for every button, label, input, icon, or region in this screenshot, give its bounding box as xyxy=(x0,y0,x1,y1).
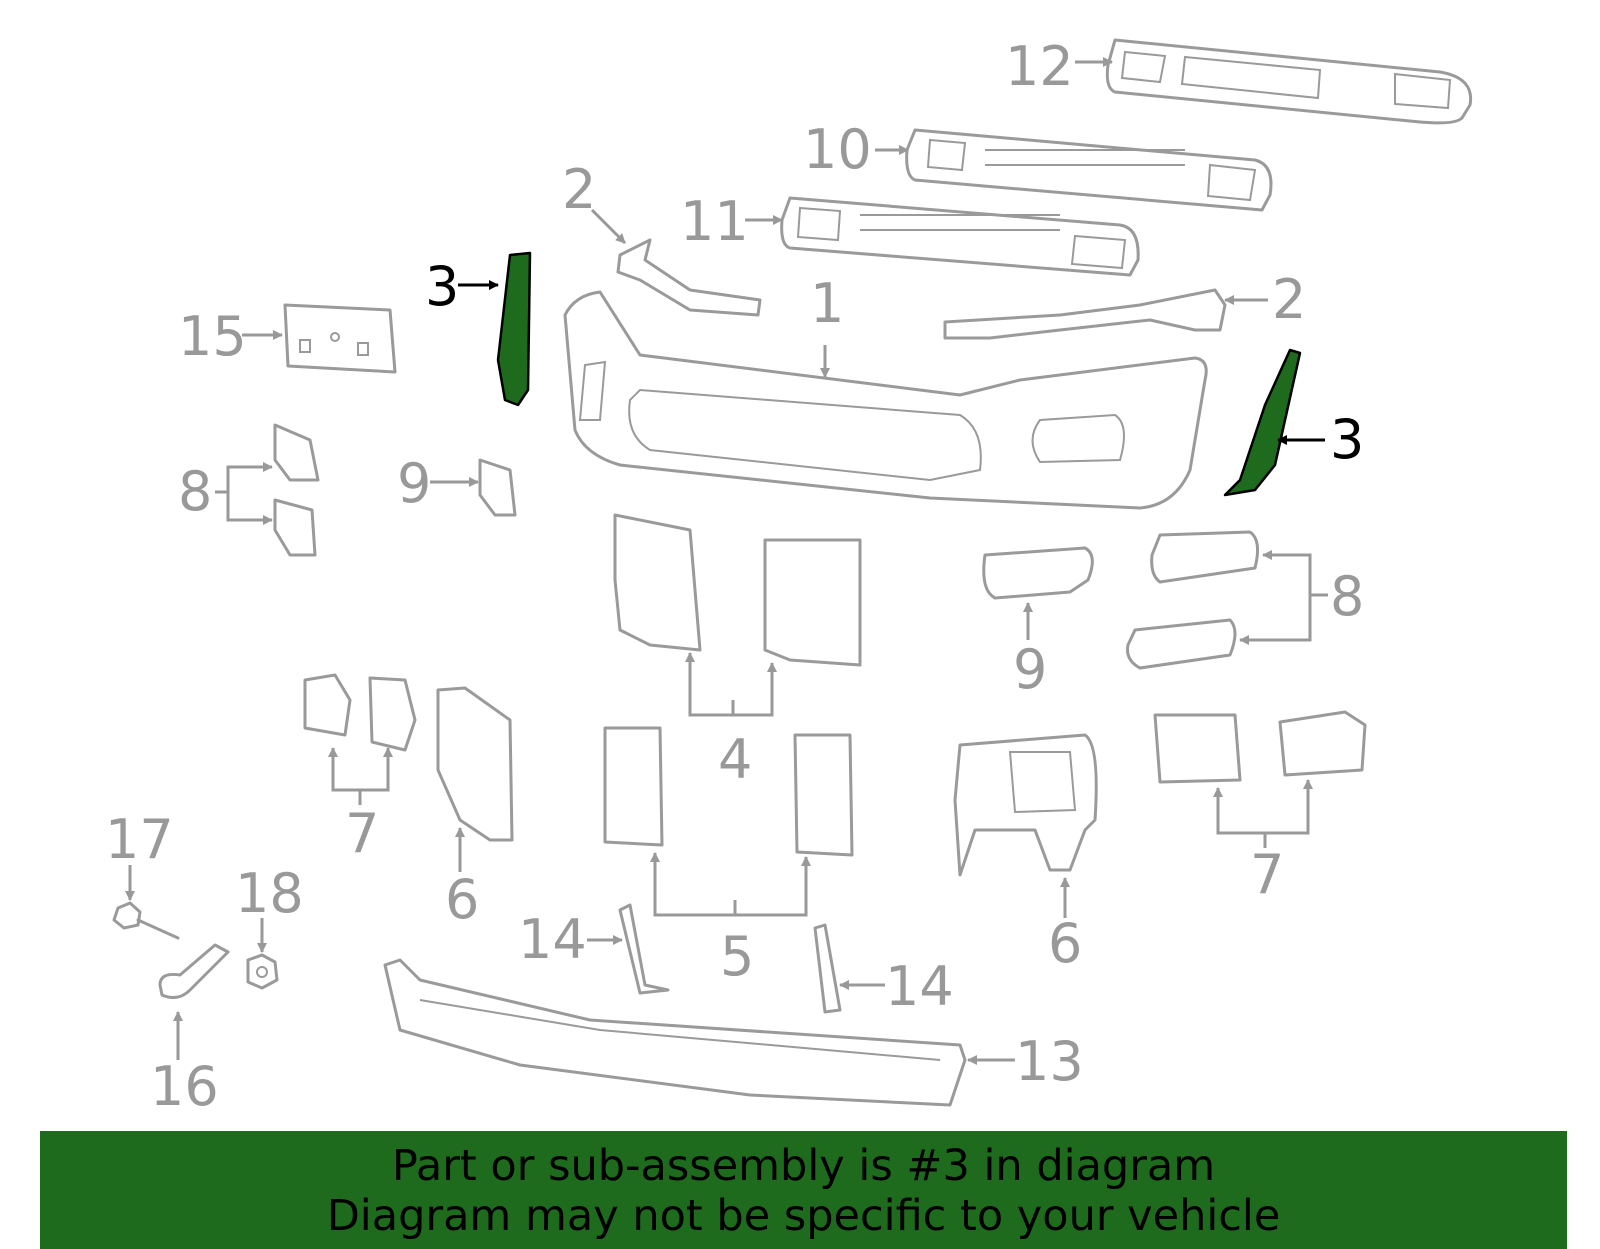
callout-6: 6 xyxy=(445,868,479,931)
part-12-grille-frame xyxy=(1105,38,1473,125)
callout-2: 2 xyxy=(562,158,596,221)
callout-5: 5 xyxy=(720,925,754,988)
part-9-right-bezel xyxy=(982,546,1094,600)
callout-8: 8 xyxy=(178,460,212,523)
part-7-brackets-left xyxy=(303,673,417,752)
part-2-filler-left xyxy=(616,238,762,317)
callout-15: 15 xyxy=(178,305,247,368)
part-8-left-bezels xyxy=(273,423,320,557)
callout-16: 16 xyxy=(150,1055,219,1118)
part-6-brackets xyxy=(436,686,1098,877)
part-3-bracket-right xyxy=(1223,348,1302,497)
part-18-nut xyxy=(246,953,279,990)
callout-11: 11 xyxy=(680,190,749,253)
part-4-brackets xyxy=(613,513,862,667)
part-9-left-bezel xyxy=(478,458,517,517)
part-7-brackets-right xyxy=(1153,710,1367,784)
part-17-bolt xyxy=(112,901,180,940)
part-8-right-bezels xyxy=(1126,530,1260,670)
leader-lines xyxy=(125,57,1328,1065)
part-2-filler-right xyxy=(943,288,1227,340)
part-14-brackets xyxy=(618,903,842,1014)
callout-13: 13 xyxy=(1015,1030,1084,1093)
callout-1: 1 xyxy=(810,272,844,335)
callout-12: 12 xyxy=(1005,35,1074,98)
part-16-retainer xyxy=(158,943,230,1000)
part-11-lower-grille xyxy=(780,196,1140,277)
part-3-bracket-left xyxy=(496,251,532,407)
callout-14: 14 xyxy=(885,955,954,1018)
banner-line-2: Diagram may not be specific to your vehi… xyxy=(326,1191,1281,1241)
callout-7: 7 xyxy=(345,802,379,865)
callout-2: 2 xyxy=(1272,268,1306,331)
callout-3: 3 xyxy=(425,255,459,318)
callout-4: 4 xyxy=(718,728,752,791)
banner-line-1: Part or sub-assembly is #3 in diagram xyxy=(391,1141,1216,1191)
part-10-grille-insert xyxy=(905,128,1273,212)
callout-labels: 1 2 2 3 3 4 5 6 6 7 7 8 8 9 9 10 11 12 1… xyxy=(105,35,1364,1118)
callout-14: 14 xyxy=(518,908,587,971)
part-13-valance xyxy=(383,958,967,1107)
callout-8: 8 xyxy=(1330,565,1364,628)
callout-9: 9 xyxy=(1013,638,1047,701)
callout-18: 18 xyxy=(235,862,304,925)
callout-9: 9 xyxy=(397,452,431,515)
callout-6: 6 xyxy=(1048,912,1082,975)
info-banner: Part or sub-assembly is #3 in diagram Di… xyxy=(40,1131,1567,1249)
callout-10: 10 xyxy=(803,118,872,181)
part-15-license-bracket xyxy=(283,303,397,374)
part-1-bumper xyxy=(563,290,1208,510)
part-5-brackets xyxy=(603,726,854,857)
callout-17: 17 xyxy=(105,808,174,871)
callout-7: 7 xyxy=(1250,843,1284,906)
callout-3: 3 xyxy=(1330,408,1364,471)
